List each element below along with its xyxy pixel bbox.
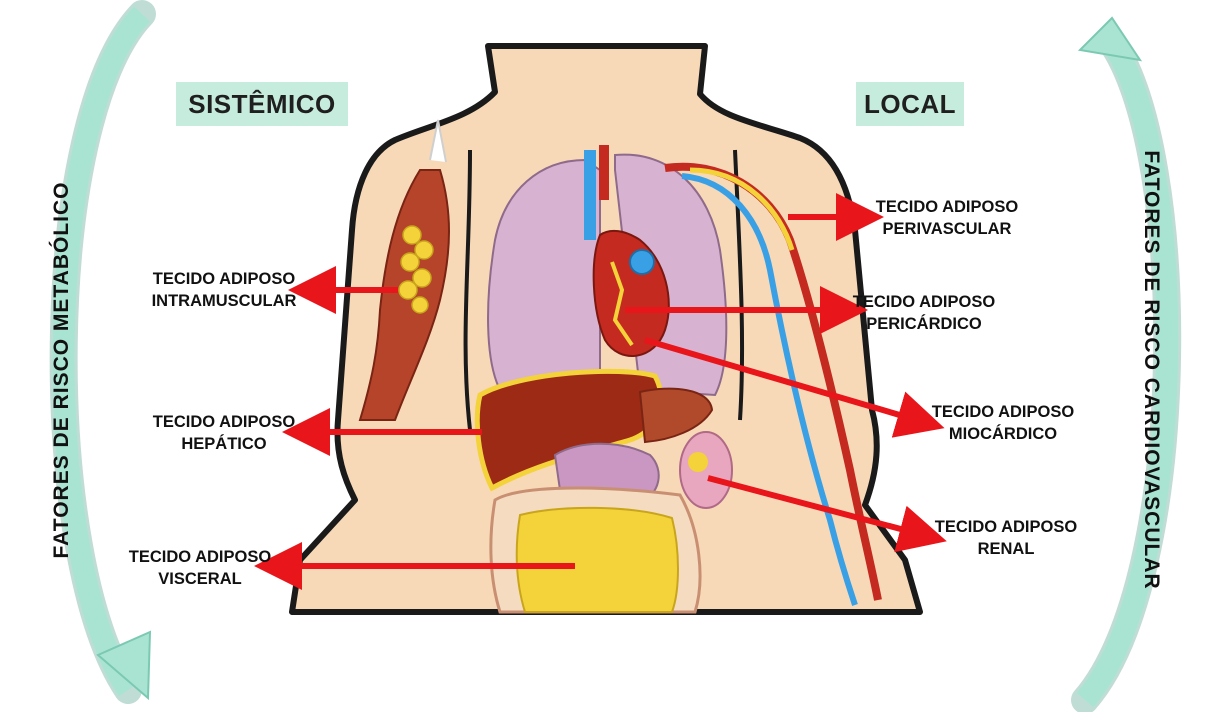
label-line: TECIDO ADIPOSO xyxy=(836,291,1012,313)
label-miocardico: TECIDO ADIPOSO MIOCÁRDICO xyxy=(915,401,1091,445)
intestines xyxy=(491,488,700,612)
label-line: TECIDO ADIPOSO xyxy=(136,411,312,433)
label-line: TECIDO ADIPOSO xyxy=(915,401,1091,423)
label-line: TECIDO ADIPOSO xyxy=(136,268,312,290)
label-visceral: TECIDO ADIPOSO VISCERAL xyxy=(112,546,288,590)
label-line: VISCERAL xyxy=(112,568,288,590)
label-intramuscular: TECIDO ADIPOSO INTRAMUSCULAR xyxy=(136,268,312,312)
label-line: PERIVASCULAR xyxy=(859,218,1035,240)
label-line: PERICÁRDICO xyxy=(836,313,1012,335)
label-line: TECIDO ADIPOSO xyxy=(112,546,288,568)
side-label-metabolic: FATORES DE RISCO METABÓLICO xyxy=(50,181,74,558)
label-line: HEPÁTICO xyxy=(136,433,312,455)
label-line: RENAL xyxy=(918,538,1094,560)
side-label-cardiovascular: FATORES DE RISCO CARDIOVASCULAR xyxy=(1139,150,1163,589)
label-line: TECIDO ADIPOSO xyxy=(918,516,1094,538)
label-line: INTRAMUSCULAR xyxy=(136,290,312,312)
kidney xyxy=(680,432,732,508)
label-line: TECIDO ADIPOSO xyxy=(859,196,1035,218)
heading-systemic: SISTÊMICO xyxy=(176,82,348,126)
label-renal: TECIDO ADIPOSO RENAL xyxy=(918,516,1094,560)
label-hepatico: TECIDO ADIPOSO HEPÁTICO xyxy=(136,411,312,455)
heading-local: LOCAL xyxy=(856,82,964,126)
label-perivascular: TECIDO ADIPOSO PERIVASCULAR xyxy=(859,196,1035,240)
label-line: MIOCÁRDICO xyxy=(915,423,1091,445)
label-pericardico: TECIDO ADIPOSO PERICÁRDICO xyxy=(836,291,1012,335)
left-curved-arrow xyxy=(64,14,150,698)
